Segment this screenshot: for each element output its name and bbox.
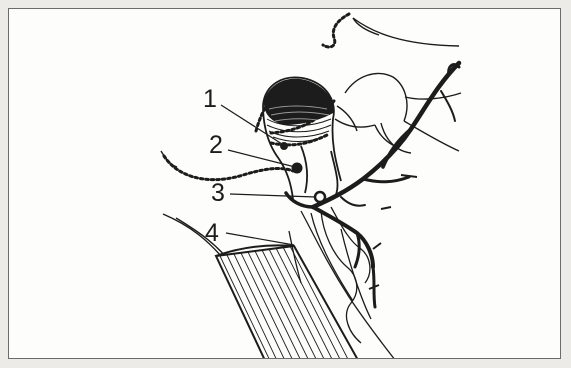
callout-label-2: 2 (209, 133, 223, 158)
leader-line-2 (228, 150, 295, 167)
callout-label-4: 4 (205, 221, 219, 246)
vessel-ticks (369, 175, 417, 289)
dark-cap (264, 79, 333, 125)
leader-line-3 (230, 194, 316, 197)
callout-label-3: 3 (211, 181, 225, 206)
structure-2-dot (292, 163, 303, 174)
figure-frame: 1 2 3 4 (8, 8, 561, 359)
callout-label-1: 1 (203, 87, 217, 112)
muscle-band (216, 245, 363, 359)
anatomical-illustration (9, 9, 561, 359)
leader-line-4 (226, 233, 294, 245)
